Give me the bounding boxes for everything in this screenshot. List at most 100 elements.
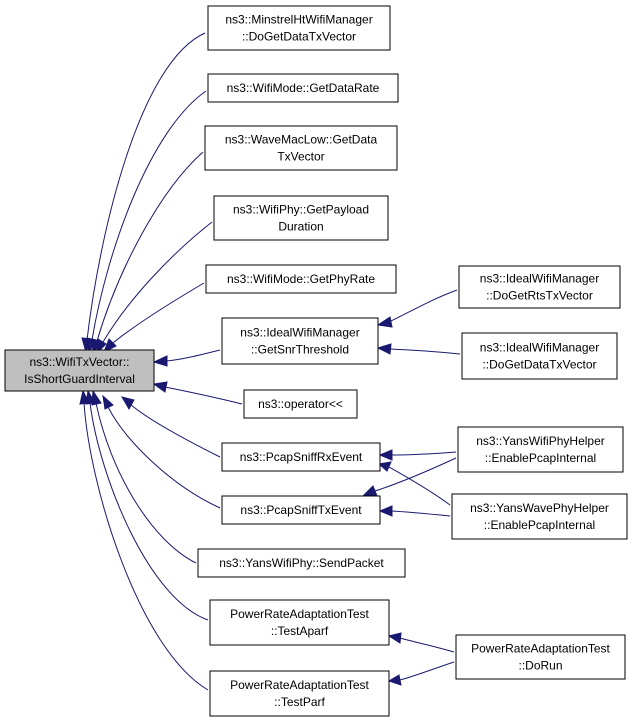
node-pcap-tx[interactable]: ns3::PcapSniffTxEvent <box>221 495 381 525</box>
edge-line <box>83 402 209 691</box>
edge-wavemaclow-to-root <box>91 151 204 355</box>
node-root[interactable]: ns3::WifiTxVector::IsShortGuardInterval <box>4 349 155 392</box>
arrowhead-icon <box>376 343 392 355</box>
node-label-line: ns3::IdealWifiManager <box>480 341 599 355</box>
node-label-line: ::DoRun <box>518 659 562 673</box>
node-test-parf[interactable]: PowerRateAdaptationTest::TestParf <box>209 670 390 717</box>
node-wifimode-phyrate[interactable]: ns3::WifiMode::GetPhyRate <box>205 264 397 294</box>
arrowhead-icon <box>377 461 392 472</box>
edge-datarate-to-root <box>86 90 207 354</box>
edge-aparf-to-root <box>85 389 209 621</box>
edge-snr-to-root <box>152 349 221 367</box>
arrowhead-icon <box>378 449 393 461</box>
node-box <box>204 125 398 171</box>
node-label-line: PowerRateAdaptationTest <box>230 607 369 621</box>
node-label-line: ::DoGetRtsTxVector <box>486 289 593 303</box>
arrowhead-icon <box>362 485 378 497</box>
node-box <box>221 495 381 525</box>
arrowhead-icon <box>387 674 402 686</box>
node-box <box>461 332 618 380</box>
node-dorun[interactable]: PowerRateAdaptationTest::DoRun <box>455 634 626 680</box>
node-label-line: ns3::WaveMacLow::GetData <box>225 133 378 147</box>
edge-line <box>95 402 197 564</box>
node-minstrel[interactable]: ns3::MinstrelHtWifiManager::DoGetDataTxV… <box>207 5 391 51</box>
node-label-line: ns3::WifiTxVector:: <box>29 355 129 369</box>
node-operator[interactable]: ns3::operator<< <box>243 389 358 419</box>
edge-line <box>399 637 455 653</box>
node-yans-wave-helper[interactable]: ns3::YansWavePhyHelper::EnablePcapIntern… <box>451 493 628 540</box>
node-label-line: ::TestAparf <box>271 624 329 638</box>
node-ideal-rts[interactable]: ns3::IdealWifiManager::DoGetRtsTxVector <box>458 265 621 309</box>
node-yans-wifi-helper[interactable]: ns3::YansWifiPhyHelper::EnablePcapIntern… <box>457 426 624 473</box>
node-box <box>455 634 626 680</box>
edge-line <box>91 90 207 341</box>
edge-line <box>374 457 457 492</box>
arrowhead-icon <box>102 394 114 410</box>
node-label-line: ns3::WifiMode::GetDataRate <box>227 81 380 95</box>
node-label-line: ns3::WifiPhy::GetPayload <box>233 203 369 217</box>
edge-tx-to-root <box>102 394 221 509</box>
node-box <box>213 195 389 241</box>
node-box <box>207 73 399 103</box>
arrowhead-icon <box>376 316 393 328</box>
edge-line <box>112 282 205 344</box>
node-pcap-rx[interactable]: ns3::PcapSniffRxEvent <box>221 442 381 472</box>
node-test-aparf[interactable]: PowerRateAdaptationTest::TestAparf <box>209 599 390 646</box>
node-label-line: ns3::YansWifiPhy::SendPacket <box>219 556 384 570</box>
edge-line <box>388 289 458 323</box>
edge-line <box>96 151 204 342</box>
node-box <box>207 5 391 51</box>
node-label-line: ns3::WifiMode::GetPhyRate <box>227 272 375 286</box>
node-wavemaclow[interactable]: ns3::WaveMacLow::GetDataTxVector <box>204 125 398 171</box>
edge-phyrate-to-root <box>103 282 205 354</box>
node-box <box>458 265 621 309</box>
node-label-line: IsShortGuardInterval <box>24 372 135 386</box>
node-box <box>197 548 406 578</box>
node-label-line: ::GetSnrThreshold <box>251 343 349 357</box>
edge-dorun-to-aparf <box>387 632 455 653</box>
arrowhead-icon <box>152 355 168 367</box>
edge-line <box>102 221 213 343</box>
edge-parf-to-root <box>79 389 209 691</box>
node-label-line: ns3::IdealWifiManager <box>240 326 359 340</box>
edge-minstrel-to-root <box>81 32 206 354</box>
node-ideal-data[interactable]: ns3::IdealWifiManager::DoGetDataTxVector <box>461 332 618 380</box>
arrowhead-icon <box>79 389 90 405</box>
edge-wavehelper-to-tx <box>378 505 451 517</box>
node-label-line: ::TestParf <box>274 695 325 709</box>
node-box <box>209 599 390 646</box>
node-box <box>209 670 390 717</box>
node-label-line: ns3::YansWavePhyHelper <box>470 501 609 515</box>
edge-line <box>107 406 221 509</box>
graph-nodes: ns3::WifiTxVector::IsShortGuardIntervaln… <box>4 5 628 717</box>
node-box <box>4 349 155 392</box>
edge-line <box>86 32 206 341</box>
node-label-line: ns3::IdealWifiManager <box>480 272 599 286</box>
node-label-line: ns3::PcapSniffRxEvent <box>240 450 363 464</box>
node-ideal-snr[interactable]: ns3::IdealWifiManager::GetSnrThreshold <box>221 317 379 365</box>
edge-operator-to-root <box>152 381 243 405</box>
node-box <box>451 493 628 540</box>
node-box <box>457 426 624 473</box>
node-label-line: ns3::operator<< <box>258 397 343 411</box>
edge-line <box>129 403 221 458</box>
node-box <box>243 389 358 419</box>
edge-rts-to-snr <box>376 289 458 328</box>
edge-data-to-snr <box>376 343 461 355</box>
edge-line <box>165 349 221 362</box>
node-label-line: ::DoGetDataTxVector <box>482 358 596 372</box>
node-label-line: PowerRateAdaptationTest <box>230 678 369 692</box>
node-wifimode-datarate[interactable]: ns3::WifiMode::GetDataRate <box>207 73 399 103</box>
arrowhead-icon <box>152 381 168 393</box>
edge-line <box>399 661 455 681</box>
node-label-line: ns3::YansWifiPhyHelper <box>476 434 605 448</box>
edge-wavehelper-to-rx <box>377 461 451 506</box>
node-label-line: ::EnablePcapInternal <box>484 518 595 532</box>
node-label-line: ::DoGetDataTxVector <box>242 30 356 44</box>
node-label-line: ns3::MinstrelHtWifiManager <box>225 13 372 27</box>
edge-line <box>390 451 457 456</box>
node-yans-send[interactable]: ns3::YansWifiPhy::SendPacket <box>197 548 406 578</box>
arrowhead-icon <box>103 338 117 354</box>
